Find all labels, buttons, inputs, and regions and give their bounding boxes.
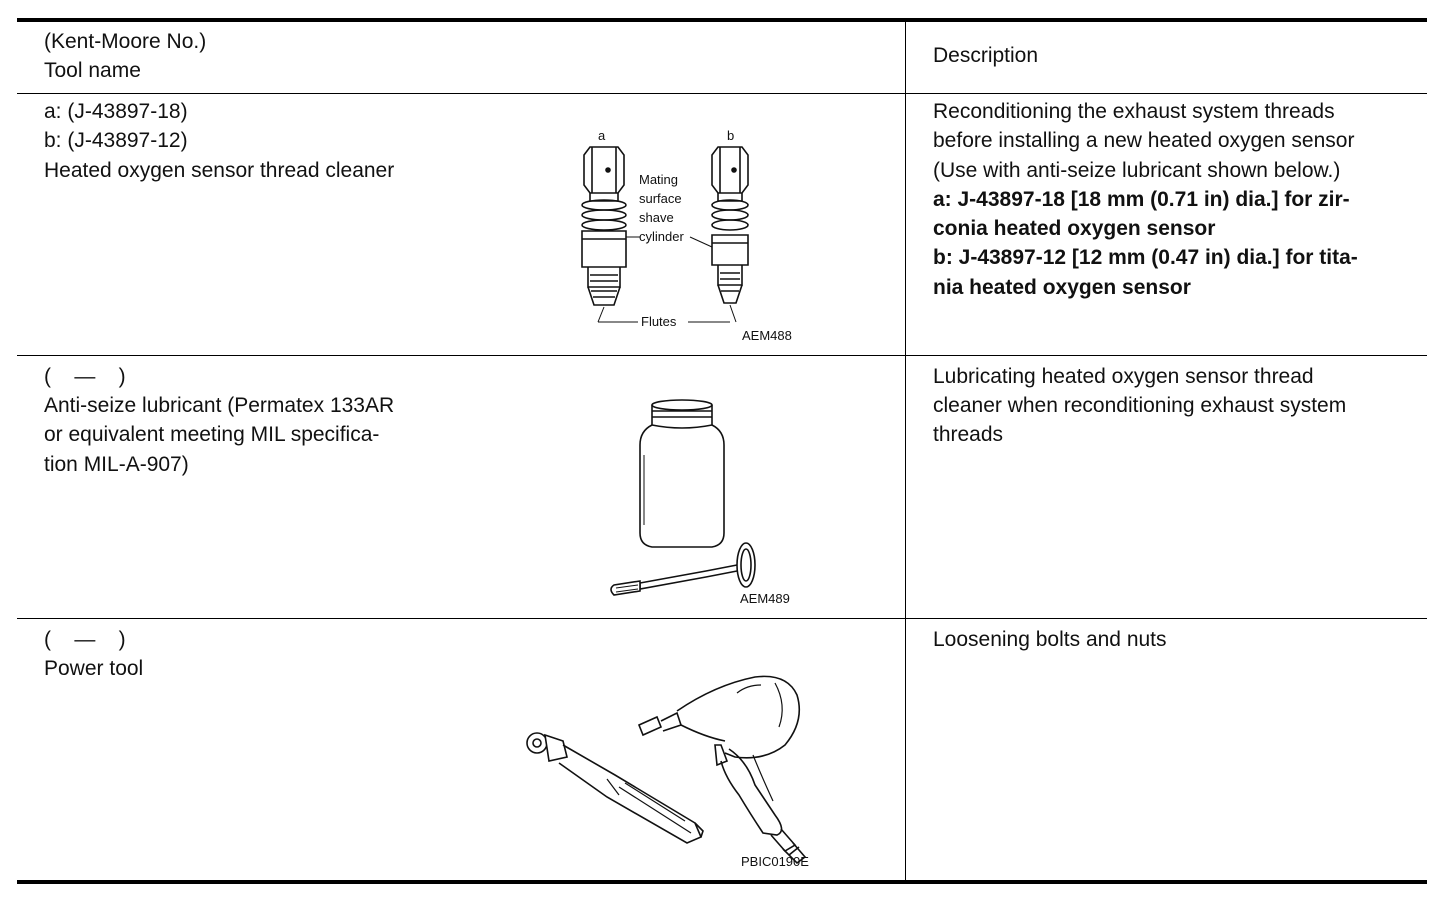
callout-mating-2: surface — [639, 191, 682, 206]
row2-desc-line2: cleaner when reconditioning exhaust syst… — [933, 394, 1347, 417]
figure-id-pbic0190e: PBIC0190E — [741, 854, 809, 869]
row1-tool-line2: b: (J-43897-12) — [44, 129, 188, 152]
figure-label-a: a — [598, 128, 606, 143]
row1-desc-bold-line3: b: J-43897-12 [12 mm (0.47 in) dia.] for… — [933, 246, 1358, 269]
anti-seize-lubricant-figure: AEM489 — [600, 395, 820, 610]
row2-desc-line3: threads — [933, 423, 1004, 446]
power-tool-figure: PBIC0190E — [515, 665, 825, 875]
callout-flutes: Flutes — [641, 314, 677, 329]
row2-desc-line1: Lubricating heated oxygen sensor thread — [933, 365, 1314, 388]
row2-tool-line4: tion MIL-A-907) — [44, 453, 189, 476]
row3-tool-line2: Power tool — [44, 657, 144, 680]
row3-desc-line1: Loosening bolts and nuts — [933, 628, 1167, 651]
column-divider — [905, 20, 906, 882]
row1-desc-bold-line4: nia heated oxygen sensor — [933, 276, 1191, 299]
row1-tool-line3: Heated oxygen sensor thread cleaner — [44, 159, 395, 182]
row1-tool-line1: a: (J-43897-18) — [44, 100, 188, 123]
row1-desc-line3: (Use with anti-seize lubricant shown bel… — [933, 159, 1341, 182]
table-top-rule — [17, 18, 1427, 22]
row2-tool-line2: Anti-seize lubricant (Permatex 133AR — [44, 394, 395, 417]
callout-mating-4: cylinder — [639, 229, 684, 244]
header-desc-col: Description — [933, 44, 1039, 67]
row2-tool-line3: or equivalent meeting MIL specifica- — [44, 423, 380, 446]
row1-desc-bold-line2: conia heated oxygen sensor — [933, 217, 1216, 240]
row1-desc-line1: Reconditioning the exhaust system thread… — [933, 100, 1335, 123]
thread-cleaner-figure: a b Mating surface shave cylinder Flutes… — [560, 125, 820, 350]
row-divider-2 — [17, 618, 1427, 619]
callout-mating-1: Mating — [639, 172, 678, 187]
callout-mating-3: shave — [639, 210, 674, 225]
figure-id-aem488: AEM488 — [742, 328, 792, 343]
figure-id-aem489: AEM489 — [740, 591, 790, 606]
header-divider — [17, 93, 1427, 94]
table-bottom-rule — [17, 880, 1427, 884]
header-tool-col-line2: Tool name — [44, 59, 141, 82]
figure-label-b: b — [727, 128, 734, 143]
row3-tool-line1: ( — ) — [44, 628, 126, 651]
row-divider-1 — [17, 355, 1427, 356]
row2-tool-line1: ( — ) — [44, 365, 126, 388]
row1-desc-line2: before installing a new heated oxygen se… — [933, 129, 1355, 152]
header-tool-col-line1: (Kent-Moore No.) — [44, 30, 207, 53]
row1-desc-bold-line1: a: J-43897-18 [18 mm (0.71 in) dia.] for… — [933, 188, 1350, 211]
